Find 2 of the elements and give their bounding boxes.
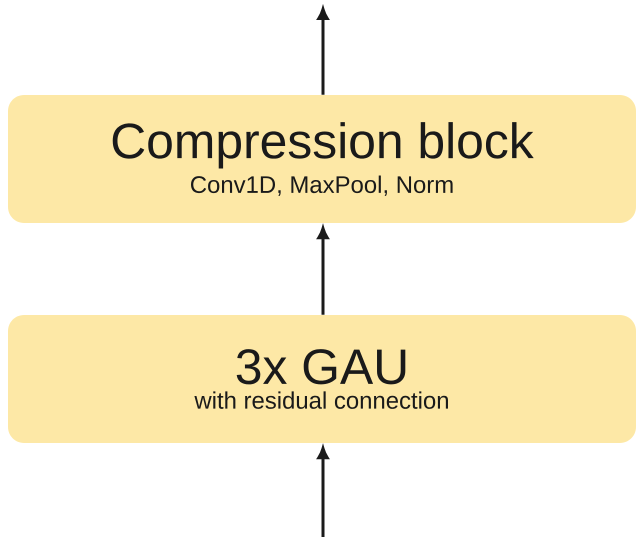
process-box: Compression block Conv1D, MaxPool, Norm [8,95,636,223]
process-box: 3x GAU with residual connection [8,315,636,443]
